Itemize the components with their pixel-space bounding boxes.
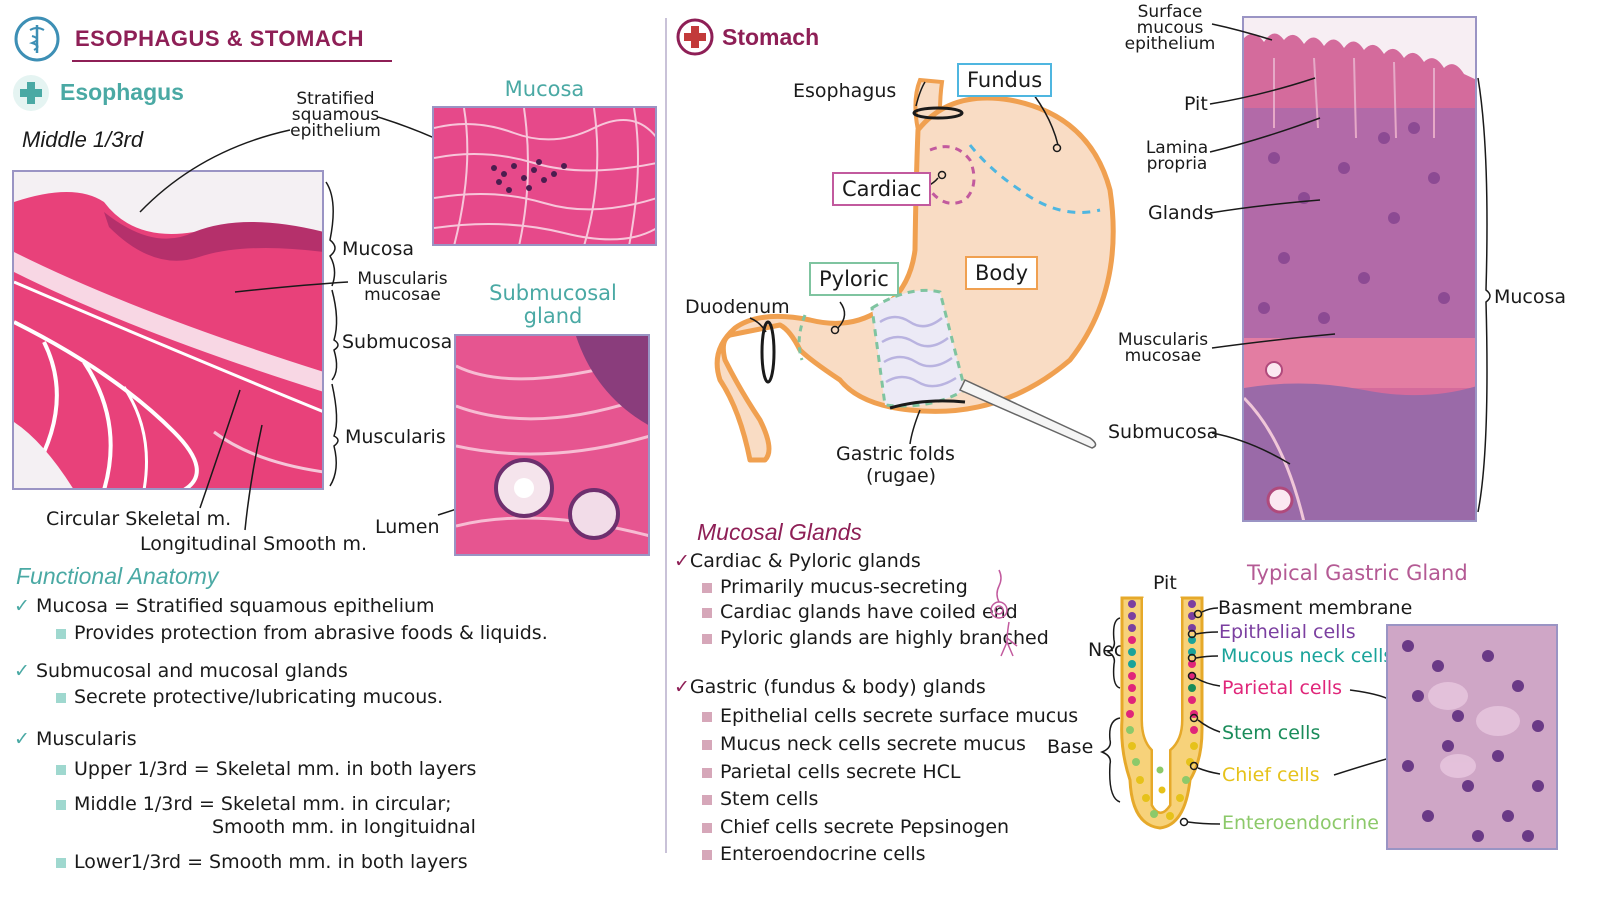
mucosa-inset-image xyxy=(432,106,657,246)
histo-label-muscularis-mucosae: Muscularis mucosae xyxy=(1117,330,1209,367)
functional-item-2: ✓ Submucosal and mucosal glands xyxy=(14,660,348,682)
functional-heading: Functional Anatomy xyxy=(16,563,219,589)
gland-group-2: ✓Gastric (fundus & body) glands xyxy=(674,676,986,698)
page-title: ESOPHAGUS & STOMACH xyxy=(75,26,365,51)
stomach-label-gastric-folds: Gastric folds xyxy=(836,443,955,465)
title-underline xyxy=(72,60,392,62)
gland-shape-icons xyxy=(990,569,1018,657)
functional-item-3: ✓ Muscularis xyxy=(14,728,137,750)
functional-item-3-sub-2: Middle 1/3rd = Skeletal mm. in circular; xyxy=(56,793,452,815)
stomach-label-body: Body xyxy=(965,256,1039,290)
gastric-gland-pit: Pit xyxy=(1153,572,1177,594)
label-muscularis-mucosae: Muscularis mucosae xyxy=(357,269,448,306)
legend-epithelial-cells: Epithelial cells xyxy=(1219,621,1356,643)
gastric-gland-micrograph xyxy=(1386,624,1558,850)
label-mucosa: Mucosa xyxy=(342,238,415,260)
histo-label-lamina: Lamina propria xyxy=(1145,138,1209,175)
functional-item-3-sub-2b: Smooth mm. in longituidnal xyxy=(212,816,476,838)
functional-item-1: ✓ Mucosa = Stratified squamous epitheliu… xyxy=(14,595,435,617)
gland-group-1-item-2: Cardiac glands have coiled end xyxy=(702,601,1018,623)
esophagus-plus-icon xyxy=(12,74,50,112)
gland-group-2-item-5: Chief cells secrete Pepsinogen xyxy=(702,816,1009,838)
functional-item-3-sub-1: Upper 1/3rd = Skeletal mm. in both layer… xyxy=(56,758,476,780)
legend-chief-cells: Chief cells xyxy=(1222,764,1320,786)
gland-group-2-item-3: Parietal cells secrete HCL xyxy=(702,761,961,783)
mucosal-glands-heading: Mucosal Glands xyxy=(697,519,862,545)
logo-icon xyxy=(14,16,60,62)
gastric-gland-base: Base xyxy=(1047,736,1094,758)
esophagus-heading: Esophagus xyxy=(60,79,184,105)
stomach-plus-icon xyxy=(676,18,714,56)
functional-item-3-sub-3: Lower1/3rd = Smooth mm. in both layers xyxy=(56,851,468,873)
histo-label-mucosa: Mucosa xyxy=(1494,286,1567,308)
stomach-label-fundus: Fundus xyxy=(957,63,1053,97)
stomach-label-esophagus: Esophagus xyxy=(793,80,897,102)
functional-item-2-sub: Secrete protective/lubricating mucous. xyxy=(56,686,443,708)
gland-group-2-item-1: Epithelial cells secrete surface mucus xyxy=(702,705,1078,727)
stomach-diagram xyxy=(714,77,1116,463)
gastric-gland-title: Typical Gastric Gland xyxy=(1247,561,1468,585)
label-submucosa: Submucosa xyxy=(342,331,453,353)
legend-basement-membrane: Basment membrane xyxy=(1218,597,1413,619)
inset-submucosal-title: Submucosal gland xyxy=(489,281,617,329)
histo-label-submucosa: Submucosa xyxy=(1108,421,1219,443)
label-longitudinal: Longitudinal Smooth m. xyxy=(140,533,367,555)
gland-group-1-item-1: Primarily mucus-secreting xyxy=(702,576,968,598)
inset-mucosa-title: Mucosa xyxy=(504,77,585,101)
esophagus-region: Middle 1/3rd xyxy=(22,127,144,152)
label-circular: Circular Skeletal m. xyxy=(46,508,232,530)
stomach-label-cardiac: Cardiac xyxy=(832,172,932,206)
submucosal-gland-image xyxy=(454,334,650,556)
legend-enteroendocrine: Enteroendocrine xyxy=(1222,812,1379,834)
legend-parietal-cells: Parietal cells xyxy=(1222,677,1343,699)
gland-group-1-item-3: Pyloric glands are highly branched xyxy=(702,627,1049,649)
stomach-label-pyloric: Pyloric xyxy=(809,262,899,296)
gland-group-2-item-6: Enteroendocrine cells xyxy=(702,843,926,865)
legend-mucous-neck-cells: Mucous neck cells xyxy=(1221,645,1394,667)
stomach-histology-image xyxy=(1242,16,1477,522)
stomach-label-rugae: (rugae) xyxy=(866,465,937,487)
legend-stem-cells: Stem cells xyxy=(1222,722,1321,744)
label-stratified: Stratified squamous epithelium xyxy=(290,89,381,142)
histo-label-pit: Pit xyxy=(1184,93,1208,115)
histo-label-glands: Glands xyxy=(1148,202,1214,224)
esophagus-histology-image xyxy=(12,170,324,490)
functional-item-1-sub: Provides protection from abrasive foods … xyxy=(56,622,548,644)
gland-group-2-item-4: Stem cells xyxy=(702,788,818,810)
stomach-histo-leader-lines xyxy=(1209,23,1491,513)
histo-label-surface: Surface mucous epithelium xyxy=(1124,2,1216,55)
gland-group-1: ✓Cardiac & Pyloric glands xyxy=(674,550,921,572)
gland-group-2-item-2: Mucus neck cells secrete mucus xyxy=(702,733,1026,755)
gastric-gland-diagram xyxy=(1099,596,1390,830)
label-muscularis: Muscularis xyxy=(345,426,446,448)
stomach-heading: Stomach xyxy=(722,24,820,50)
stomach-label-duodenum: Duodenum xyxy=(685,296,790,318)
label-lumen: Lumen xyxy=(375,516,440,538)
column-divider xyxy=(665,18,667,853)
